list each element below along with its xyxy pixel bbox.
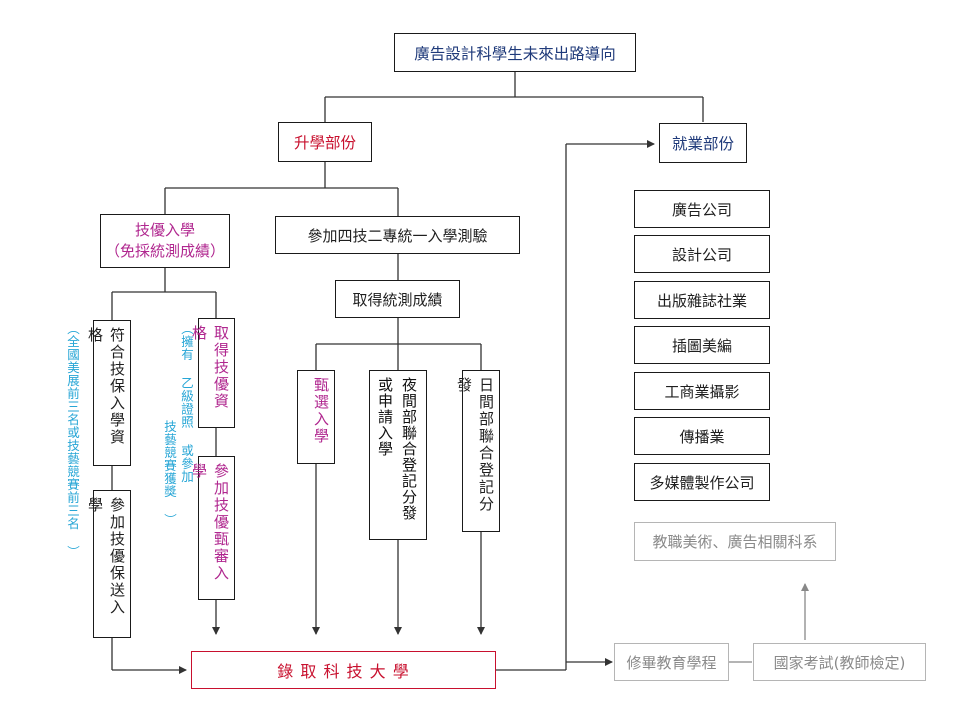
job-illustration: 插圖美編 xyxy=(634,326,770,364)
job-publishing: 出版雜誌社業 xyxy=(634,281,770,319)
guarantee-note: （全國美展前三名或技藝競賽前三名 ） xyxy=(65,322,80,559)
skill-admission-box: 技優入學 （免採統測成績） xyxy=(100,214,230,268)
night-division-box: 夜間部聯合登記分發 或申請入學 xyxy=(369,370,427,540)
selection-admission-box: 甄選入學 xyxy=(297,370,335,464)
study-branch-box: 升學部份 xyxy=(278,122,372,162)
skill-note-col2: 技藝競賽獲獎 ） xyxy=(162,420,177,527)
skill-qualification-box: 取得技優資格 xyxy=(190,318,235,428)
skill-admission-title: 技優入學 xyxy=(134,221,195,239)
skill-note-col1: （擁有 乙級證照 或參加 xyxy=(179,322,194,483)
university-admission-box: 錄 取 科 技 大 學 xyxy=(191,651,496,689)
job-photography: 工商業攝影 xyxy=(634,372,770,410)
teacher-exam-box: 國家考試(教師檢定) xyxy=(753,643,926,681)
night-division-col2: 或申請入學 xyxy=(376,377,394,457)
skill-admission-subtitle: （免採統測成績） xyxy=(104,242,225,260)
exam-scores-box: 取得統測成績 xyxy=(335,280,460,318)
diagram-title: 廣告設計科學生未來出路導向 xyxy=(394,33,636,72)
job-multimedia: 多媒體製作公司 xyxy=(634,463,770,501)
guarantee-admission-box: 參加技優保送入學 xyxy=(86,490,131,638)
night-division-col1: 夜間部聯合登記分發 xyxy=(400,377,418,521)
skill-screening-box: 參加技優甄審入學 xyxy=(190,456,235,600)
job-advertising-company: 廣告公司 xyxy=(634,190,770,228)
guarantee-qualification-box: 符合技保入學資格 xyxy=(86,320,131,466)
job-broadcasting: 傳播業 xyxy=(634,417,770,455)
teaching-department-box: 教職美術、廣告相關科系 xyxy=(634,522,836,561)
job-design-company: 設計公司 xyxy=(634,235,770,273)
day-division-box: 日間部聯合登記分發 xyxy=(455,370,500,532)
employment-branch-box: 就業部份 xyxy=(659,123,747,163)
education-program-box: 修畢教育學程 xyxy=(614,643,729,681)
unified-exam-box: 參加四技二專統一入學測驗 xyxy=(275,216,520,254)
